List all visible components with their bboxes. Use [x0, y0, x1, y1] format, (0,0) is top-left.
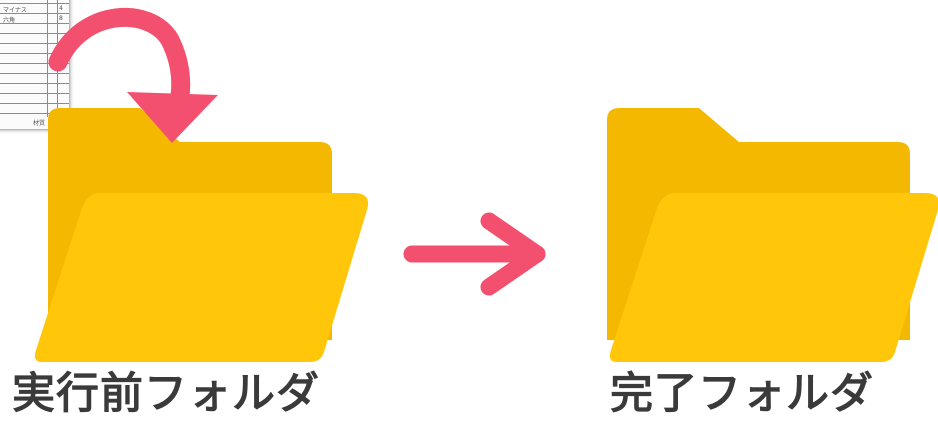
right-arrow-icon [403, 212, 546, 296]
document-table: マイナス 4 六角 8 材質 [0, 0, 69, 129]
table-row [0, 43, 69, 54]
arrow-lower-head [480, 245, 546, 296]
table-footer: 材質 [33, 120, 46, 127]
folder-front [609, 193, 938, 362]
done-folder-label: 完了フォルダ [610, 369, 874, 419]
table-row [0, 3, 69, 14]
table-row [0, 63, 69, 74]
table-row [0, 83, 69, 94]
table-row [0, 23, 69, 34]
table-cell-name: マイナス [3, 7, 27, 14]
table-cell-name: 六角 [3, 17, 16, 24]
arrow-upper-head [480, 212, 546, 263]
folder-front [34, 193, 369, 362]
table-cell-qty: 8 [59, 15, 63, 22]
table-row [0, 0, 69, 4]
table-row [0, 53, 69, 64]
table-row [0, 73, 69, 84]
table-row [0, 13, 69, 24]
table-cell-qty: 4 [59, 5, 63, 12]
before-folder-label: 実行前フォルダ [12, 369, 320, 419]
curved-arrow-head [127, 92, 218, 143]
table-row [0, 33, 69, 44]
curved-arrow-icon [48, 8, 218, 143]
curved-arrow-shaft [48, 8, 191, 106]
table-row [0, 93, 69, 104]
table-row [0, 103, 69, 114]
open-folder-icon [607, 108, 938, 362]
table-divider [47, 0, 48, 117]
open-folder-icon [34, 108, 369, 362]
